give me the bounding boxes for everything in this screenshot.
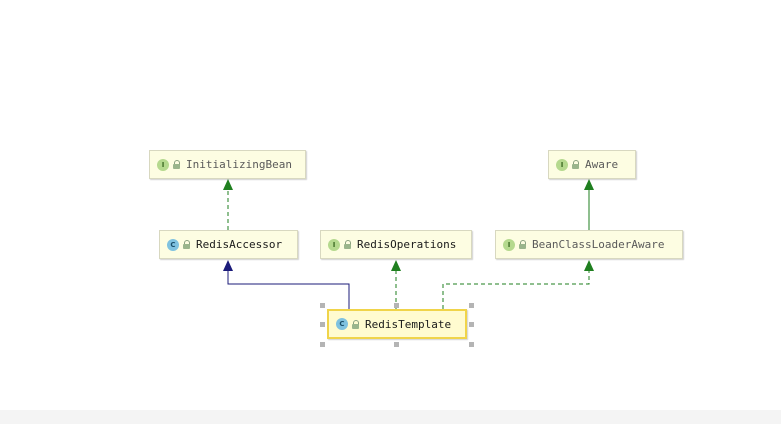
selection-handle-middle-left[interactable] [320, 322, 325, 327]
interface-icon: I [503, 238, 515, 251]
lock-icon [173, 160, 181, 169]
class-icon: C [167, 238, 179, 251]
selection-handle-bottom-left[interactable] [320, 342, 325, 347]
node-label: BeanClassLoaderAware [532, 238, 665, 251]
selection-handle-bottom-middle[interactable] [394, 342, 399, 347]
node-label: RedisOperations [357, 238, 457, 251]
arrowhead-redisaccessor [223, 260, 233, 271]
selection-handle-top-middle[interactable] [394, 303, 399, 308]
edge-redistemplate-beanclassloaderaware [442, 270, 590, 309]
lock-icon [344, 240, 352, 249]
interface-icon: I [328, 238, 340, 251]
node-redisaccessor[interactable]: C RedisAccessor [159, 230, 298, 259]
arrowhead-redisoperations [391, 260, 401, 271]
selection-handle-top-right[interactable] [469, 303, 474, 308]
node-redisoperations[interactable]: I RedisOperations [320, 230, 472, 259]
lock-icon [572, 160, 580, 169]
selection-handle-middle-right[interactable] [469, 322, 474, 327]
node-label: Aware [585, 158, 619, 171]
lock-icon [352, 319, 360, 329]
node-redistemplate[interactable]: C RedisTemplate [327, 309, 467, 339]
selection-handle-bottom-right[interactable] [469, 342, 474, 347]
arrowhead-aware [584, 179, 594, 190]
node-initializingbean[interactable]: I InitializingBean [149, 150, 306, 179]
status-strip [0, 410, 781, 424]
lock-icon [519, 240, 527, 249]
node-label: RedisTemplate [365, 317, 452, 331]
interface-icon: I [157, 158, 169, 171]
node-label: InitializingBean [186, 158, 292, 171]
node-aware[interactable]: I Aware [548, 150, 636, 179]
node-label: RedisAccessor [196, 238, 283, 251]
edge-redistemplate-redisaccessor [227, 270, 350, 309]
arrowhead-initializingbean [223, 179, 233, 190]
class-icon: C [336, 318, 348, 330]
node-beanclassloaderaware[interactable]: I BeanClassLoaderAware [495, 230, 683, 259]
selection-handle-top-left[interactable] [320, 303, 325, 308]
arrowhead-beanclassloaderaware [584, 260, 594, 271]
lock-icon [183, 240, 191, 249]
interface-icon: I [556, 158, 568, 171]
